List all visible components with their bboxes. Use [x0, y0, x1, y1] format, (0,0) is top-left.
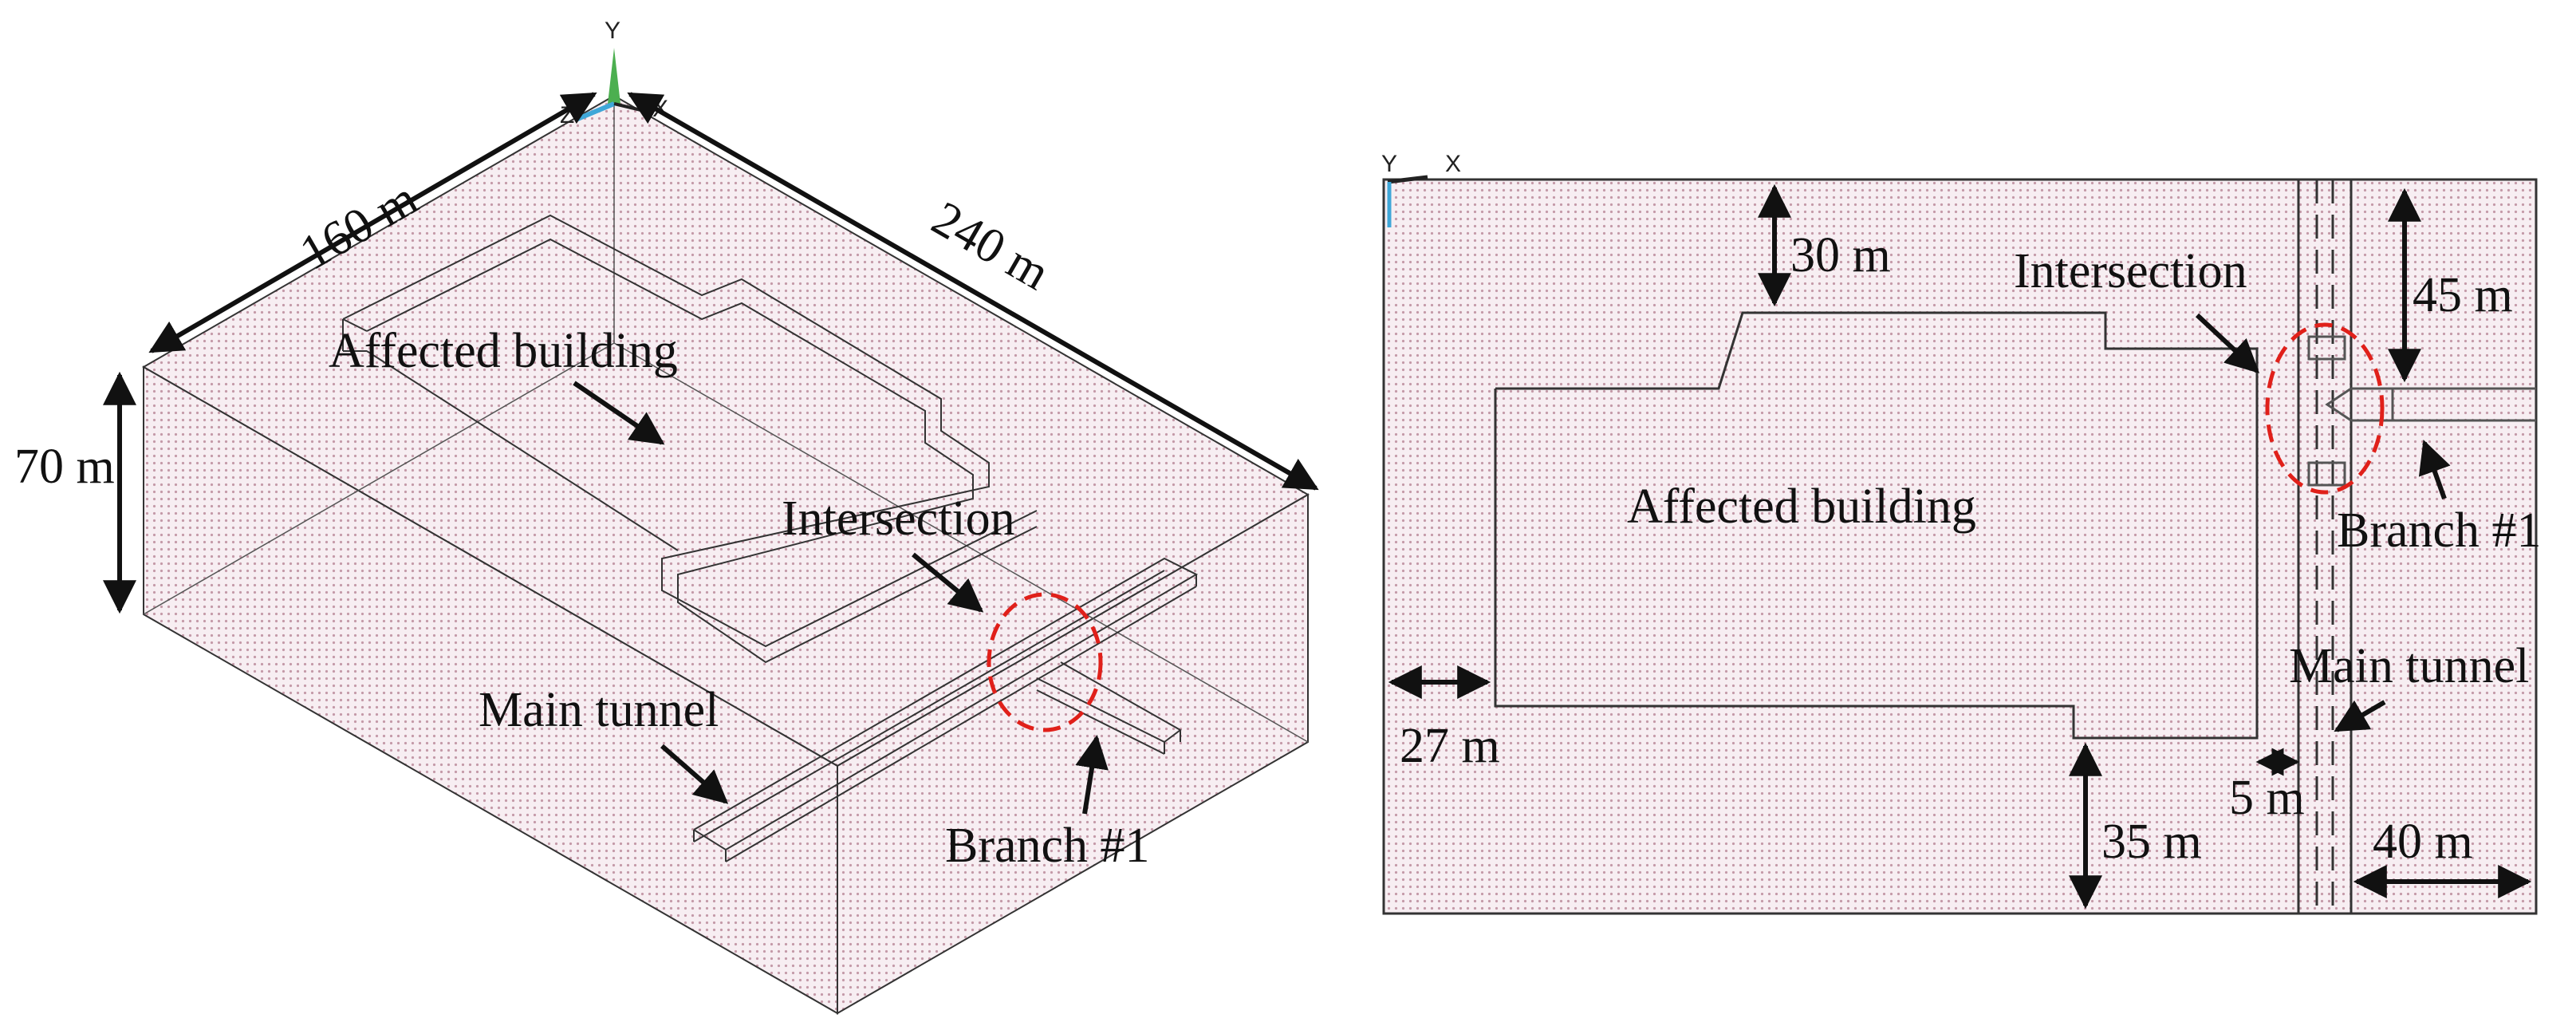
pointer-main-tunnel-3d	[660, 744, 729, 804]
dim-left-offset-label: 27 m	[1400, 719, 1500, 773]
label-main-tunnel-plan: Main tunnel	[2289, 639, 2529, 693]
plan-axis-y-label: Y	[1381, 151, 1397, 177]
intersection-highlight-plan	[2265, 322, 2385, 495]
plan-view: Y X 30 m 45 m 27 m 35 m 5 m 40 m Affecte…	[1381, 151, 2542, 915]
label-intersection-3d: Intersection	[782, 491, 1015, 546]
axis-triad-plan: Y X	[1381, 151, 1461, 227]
pointer-building-3d	[573, 381, 665, 445]
plan-axis-x-label: X	[1445, 151, 1461, 177]
label-intersection-plan: Intersection	[2014, 244, 2247, 298]
label-affected-building-3d: Affected building	[329, 324, 678, 378]
dim-branch-offset-label: 45 m	[2413, 268, 2513, 322]
dim-gap-label: 5 m	[2229, 771, 2305, 825]
main-tunnel-plan	[2297, 180, 2353, 914]
pointer-intersection-plan	[2195, 313, 2260, 373]
label-main-tunnel-3d: Main tunnel	[479, 683, 719, 737]
intersection-highlight-3d	[987, 592, 1103, 732]
isometric-view: Y Z X 160 m 240 m 70 m Affected building…	[14, 18, 1319, 1015]
branch-3d	[1036, 661, 1182, 755]
dim-length-arrow	[627, 92, 1319, 491]
label-affected-building-plan: Affected building	[1627, 480, 1976, 534]
pointer-branch-3d	[1075, 734, 1109, 815]
label-branch-plan: Branch #1	[2337, 503, 2542, 558]
dim-branch-length-label: 40 m	[2373, 815, 2473, 869]
plan-domain	[1382, 178, 2538, 915]
pointer-branch-plan	[2418, 440, 2451, 500]
label-branch-3d: Branch #1	[945, 819, 1150, 873]
dim-top-offset-label: 30 m	[1790, 228, 1891, 282]
dim-width-arrow	[148, 92, 597, 353]
dim-bottom-offset-label: 35 m	[2101, 815, 2202, 869]
pointer-main-tunnel-plan	[2334, 700, 2386, 732]
axis-y-label: Y	[605, 18, 620, 44]
dim-height-label: 70 m	[14, 440, 115, 494]
pointer-intersection-3d	[912, 552, 984, 613]
